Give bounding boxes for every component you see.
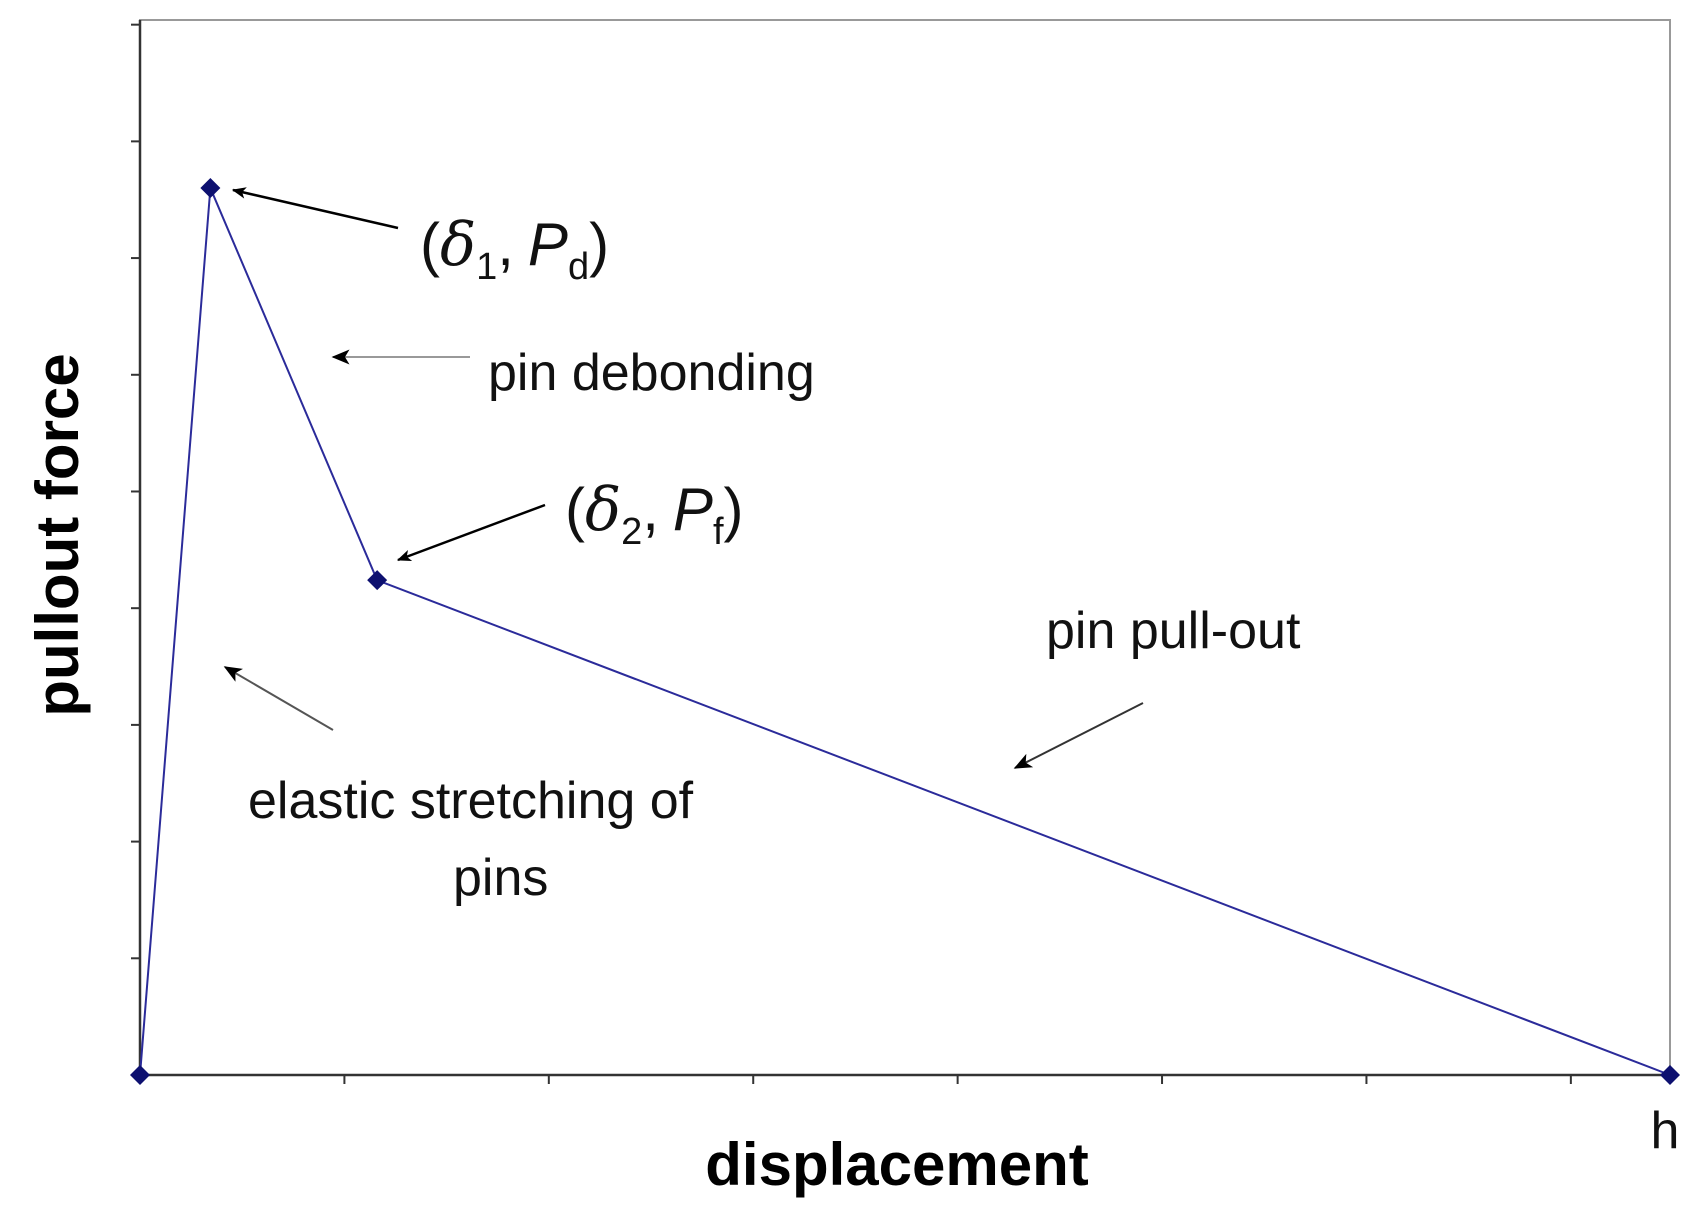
svg-text:(δ1,Pd): (δ1,Pd) bbox=[420, 210, 609, 288]
x-axis-title: displacement bbox=[705, 1131, 1088, 1198]
annotation-elastic-line-2: pins bbox=[453, 849, 548, 907]
point-label-2: (δ2,Pf) bbox=[565, 475, 744, 553]
x-end-label: h bbox=[1651, 1102, 1680, 1160]
annotation-pin-debonding: pin debonding bbox=[488, 344, 815, 402]
arrow-to-point-2 bbox=[396, 503, 546, 562]
data-point-4 bbox=[1660, 1065, 1680, 1085]
annotation-elastic-line-1: elastic stretching of bbox=[248, 772, 694, 830]
plot-area bbox=[139, 19, 1671, 1076]
y-axis-title: pullout force bbox=[24, 353, 91, 716]
annotation-pin-pull-out: pin pull-out bbox=[1046, 602, 1301, 660]
series-layer bbox=[130, 178, 1680, 1085]
point-label-1: (δ1,Pd) bbox=[420, 210, 609, 288]
data-point-1 bbox=[130, 1065, 150, 1085]
data-point-3 bbox=[367, 570, 388, 591]
arrow-pin-pull-out bbox=[1013, 702, 1144, 769]
x-ticks bbox=[343, 1075, 1572, 1084]
series-line-1 bbox=[139, 187, 1671, 1076]
arrow-to-point-1 bbox=[231, 187, 399, 230]
svg-text:(δ2,Pf): (δ2,Pf) bbox=[565, 475, 744, 553]
arrow-elastic bbox=[223, 666, 334, 731]
data-point-2 bbox=[200, 178, 221, 199]
y-ticks bbox=[131, 23, 140, 960]
